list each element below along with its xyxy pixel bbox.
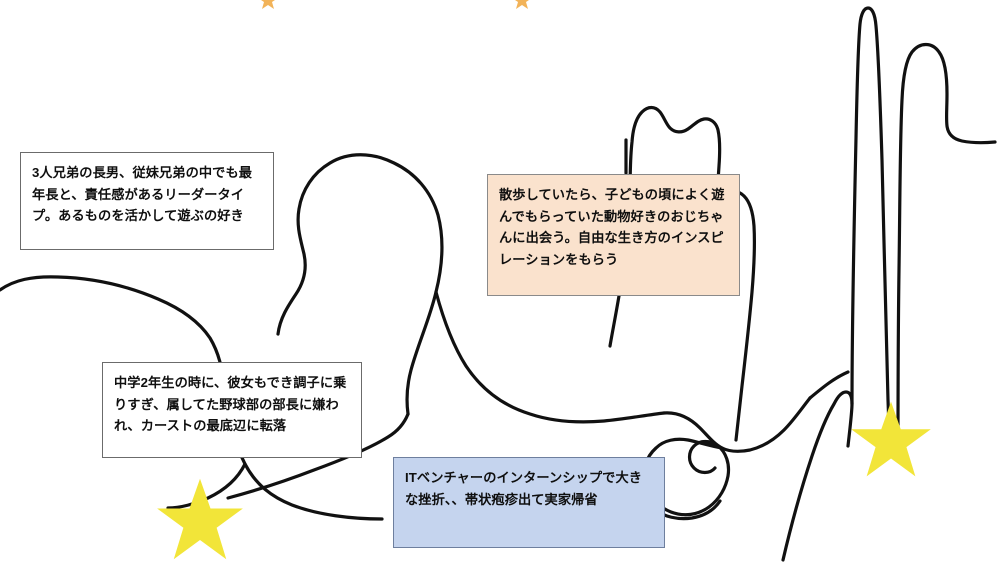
curve-tall-loop-right xyxy=(781,390,854,562)
curve-tall-spike-left xyxy=(850,6,893,454)
orange-mark-icon-right xyxy=(512,0,532,9)
curve-mid-right-descending xyxy=(434,290,666,424)
curve-tall-right-hook xyxy=(896,42,997,452)
note-walk-encounter[interactable]: 散歩していたら、子どもの頃によく遊んでもらっていた動物好きのおじちゃんに出会う。… xyxy=(487,174,740,296)
note-childhood[interactable]: 3人兄弟の長男、従妹兄弟の中でも最年長と、責任感があるリーダータイプ。あるものを… xyxy=(20,152,274,250)
curve-to-right-star xyxy=(808,370,850,400)
note-internship-setback[interactable]: ITベンチャーのインターンシップで大きな挫折、、帯状疱疹出て実家帰省 xyxy=(393,457,665,548)
orange-mark-icon-left xyxy=(258,0,278,9)
curve-toward-spiral xyxy=(662,396,812,453)
note-junior-high-school[interactable]: 中学2年生の時に、彼女もでき調子に乗りすぎ、属してた野球部の部長に嫌われ、カース… xyxy=(102,362,362,458)
star-icon-low-point-right xyxy=(850,400,932,478)
star-icon-low-point-left xyxy=(156,477,244,561)
